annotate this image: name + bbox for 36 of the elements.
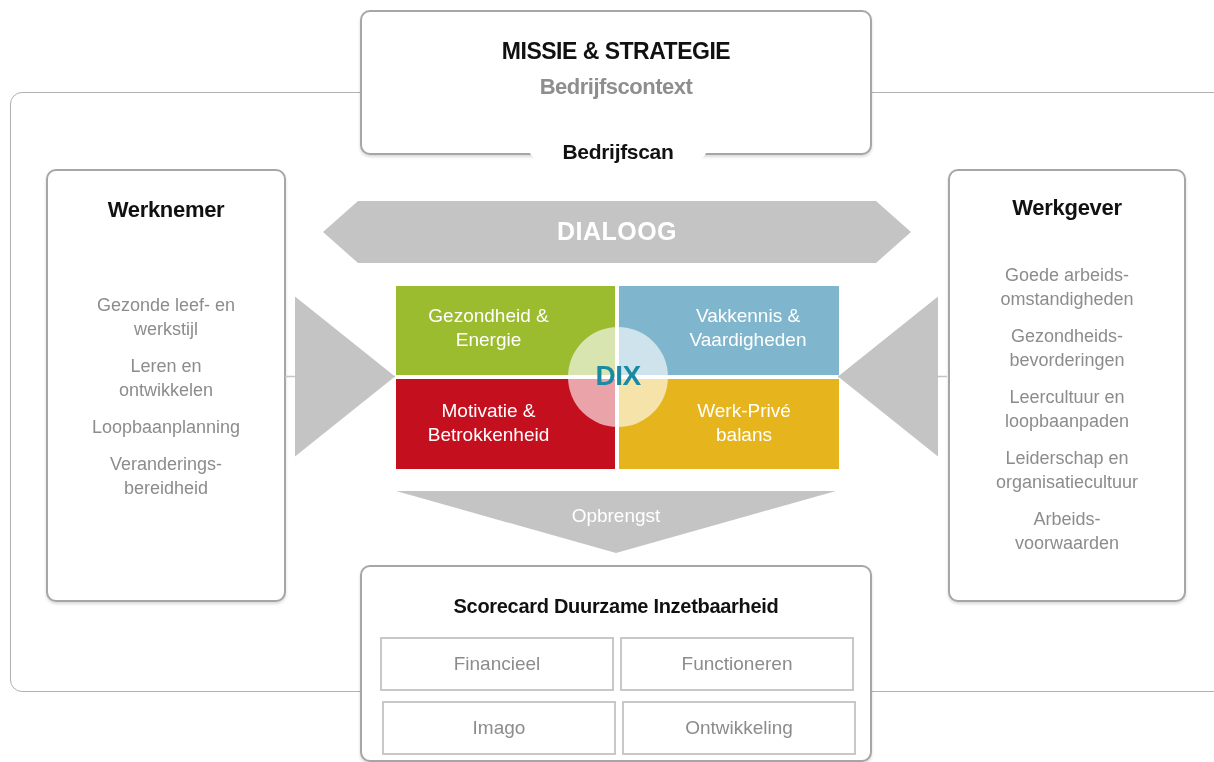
center-label: DIX	[594, 360, 642, 392]
dialogue-band	[323, 201, 911, 263]
score-cell	[382, 701, 616, 755]
list-item: Goede arbeids- omstandigheden	[999, 264, 1135, 311]
list-item: Gezondheids- bevorderingen	[1008, 325, 1126, 372]
actor-card	[948, 169, 1186, 602]
list-item: Arbeids- voorwaarden	[1013, 508, 1121, 555]
tile-label: Werk-Privé balans	[696, 399, 792, 447]
card-title: Werknemer	[106, 197, 226, 223]
list-item: Gezonde leef- en werkstijl	[95, 294, 237, 341]
cell-label: Functioneren	[680, 653, 794, 675]
score-cell	[620, 637, 854, 691]
actor-card	[46, 169, 286, 602]
tile-label: Gezondheid & Energie	[427, 304, 550, 352]
list-item: Leiderschap en organisatiecultuur	[994, 447, 1140, 494]
list-item: Veranderings- bereidheid	[108, 453, 224, 500]
card-subtitle: Bedrijfscontext	[538, 74, 694, 100]
score-cell	[380, 637, 614, 691]
tile-label: Vakkennis & Vaardigheden	[688, 304, 808, 352]
band-label: DIALOOG	[555, 217, 679, 246]
list-item: Loopbaanplanning	[90, 416, 242, 439]
outcome-chevron	[396, 491, 836, 553]
cell-label: Financieel	[452, 653, 542, 675]
chevron-arrow	[284, 296, 396, 457]
chevron-arrow	[837, 296, 948, 457]
score-cell	[622, 701, 856, 755]
list-item: Leercultuur en loopbaanpaden	[1003, 386, 1131, 433]
tile-label: Motivatie & Betrokkenheid	[426, 399, 551, 447]
card-title: Werkgever	[1011, 195, 1123, 221]
quadrant-matrix	[396, 286, 839, 469]
cell-label: Imago	[471, 717, 527, 739]
chevron-label: Opbrengst	[570, 505, 662, 527]
card-title: Scorecard Duurzame Inzetbaarheid	[452, 595, 780, 618]
list-item: Leren en ontwikkelen	[117, 355, 215, 402]
card-title: MISSIE & STRATEGIE	[500, 38, 732, 65]
cell-label: Ontwikkeling	[684, 717, 794, 739]
